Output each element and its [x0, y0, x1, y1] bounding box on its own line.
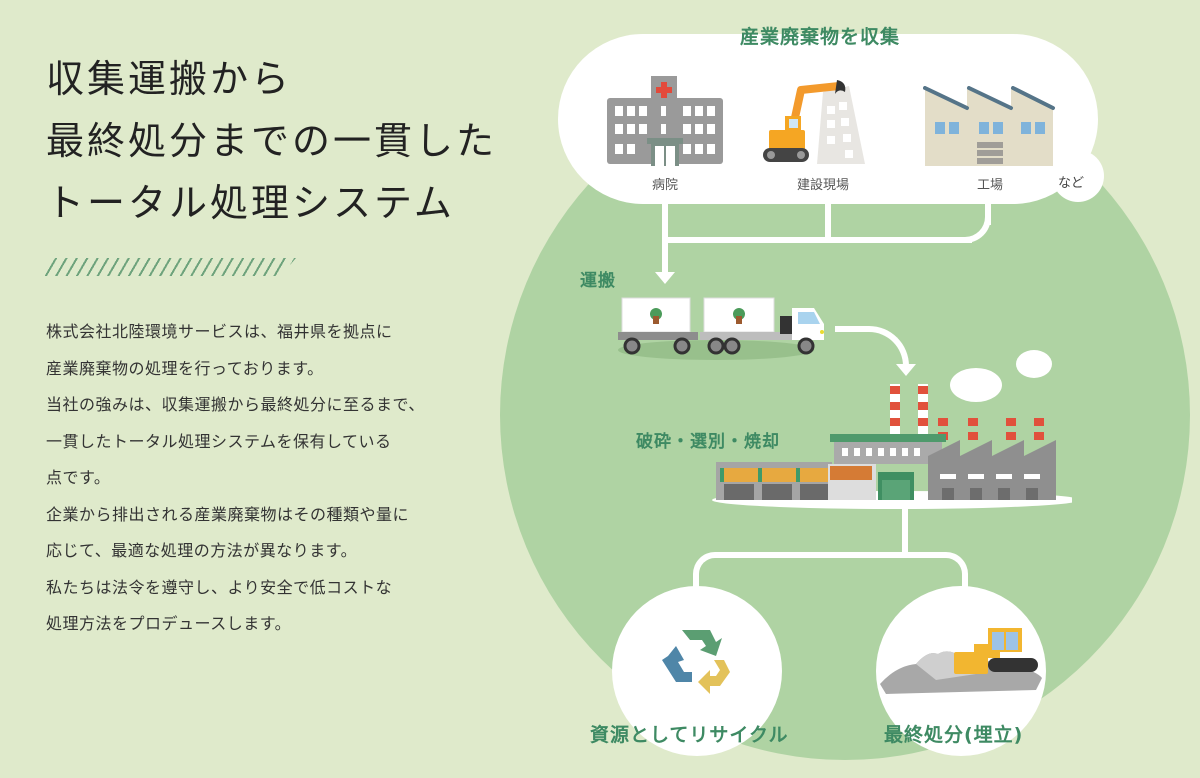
- source-hospital: 病院: [600, 74, 730, 193]
- description-line: 産業廃棄物の処理を行っております。: [46, 358, 324, 378]
- description-line: 当社の強みは、収集運搬から最終処分に至るまで、: [46, 395, 425, 414]
- processing-label: 破砕・選別・焼却: [636, 432, 780, 452]
- factory-icon: [923, 86, 1055, 166]
- arrow-down-icon: [896, 364, 916, 376]
- connector-line: [662, 195, 668, 275]
- landfill-label: 最終処分(埋立): [884, 724, 1024, 746]
- recycle-icon: [662, 630, 730, 694]
- description-text: 株式会社北陸環境サービスは、福井県を拠点に 産業廃棄物の処理を行っております。 …: [46, 314, 425, 643]
- decorative-stripe-divider: [40, 258, 296, 276]
- description-line: 株式会社北陸環境サービスは、福井県を拠点に: [46, 322, 393, 341]
- source-construction-site: 建設現場: [758, 78, 888, 193]
- source-label: 工場: [976, 178, 1003, 193]
- truck-icon: [618, 297, 824, 360]
- hospital-icon: [607, 76, 723, 166]
- source-label: 病院: [651, 178, 678, 193]
- collection-title: 産業廃棄物を収集: [740, 26, 901, 48]
- source-factory: 工場: [920, 86, 1060, 193]
- description-line: 点です。: [46, 468, 111, 487]
- arrow-down-icon: [655, 272, 675, 284]
- description-line: 一貫したトータル処理システムを保有している: [46, 431, 392, 451]
- smoke-cloud-icon: [1016, 350, 1052, 378]
- connector-line: [662, 237, 972, 243]
- construction-site-icon: [763, 80, 865, 164]
- collection-cloud-bump: [1052, 150, 1104, 202]
- page-headline: 収集運搬から 最終処分までの一貫した トータル処理システム: [46, 48, 497, 234]
- headline-line-1: 収集運搬から: [46, 57, 293, 101]
- recycle-circle: [612, 586, 782, 756]
- description-line: 企業から排出される産業廃棄物はその種類や量に: [46, 504, 410, 524]
- recycle-label: 資源としてリサイクル: [590, 724, 789, 746]
- headline-line-2: 最終処分までの一貫した: [46, 119, 498, 163]
- connector-line: [825, 195, 831, 240]
- connector-bracket: [693, 552, 968, 592]
- description-line: 処理方法をプロデュースします。: [46, 614, 292, 633]
- processing-plant-icon: [712, 384, 1072, 509]
- description-line: 応じて、最適な処理の方法が異なります。: [46, 541, 358, 560]
- source-label: 建設現場: [796, 178, 849, 193]
- landfill-bulldozer-icon: [880, 628, 1042, 694]
- connector-curve: [955, 210, 991, 243]
- transport-label: 運搬: [580, 271, 616, 291]
- description-line: 私たちは法令を遵守し、より安全で低コストな: [46, 577, 393, 597]
- smoke-cloud-icon: [950, 368, 1002, 402]
- headline-line-3: トータル処理システム: [46, 181, 455, 225]
- etc-label: など: [1058, 176, 1085, 191]
- connector-line: [902, 505, 908, 557]
